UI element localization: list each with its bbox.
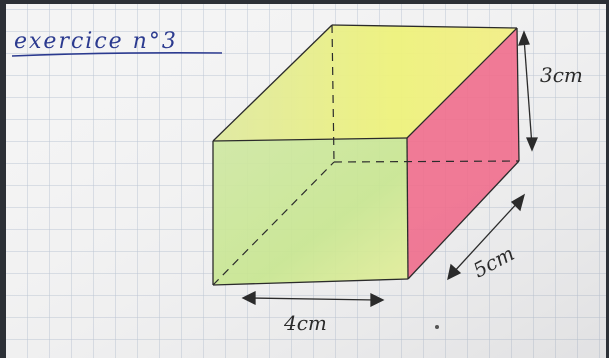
front-face <box>213 138 408 285</box>
exercise-title: exercice n°3 <box>14 29 178 54</box>
width-arrow <box>241 290 385 308</box>
title-underline <box>11 52 223 57</box>
height-arrow <box>518 30 538 152</box>
top-face <box>213 25 517 141</box>
right-face <box>407 28 519 279</box>
pencil-dot <box>435 325 439 329</box>
height-label: 3cm <box>540 63 583 87</box>
width-label: 4cm <box>283 311 327 335</box>
depth-arrow <box>447 193 526 281</box>
hidden-edges <box>212 24 520 286</box>
